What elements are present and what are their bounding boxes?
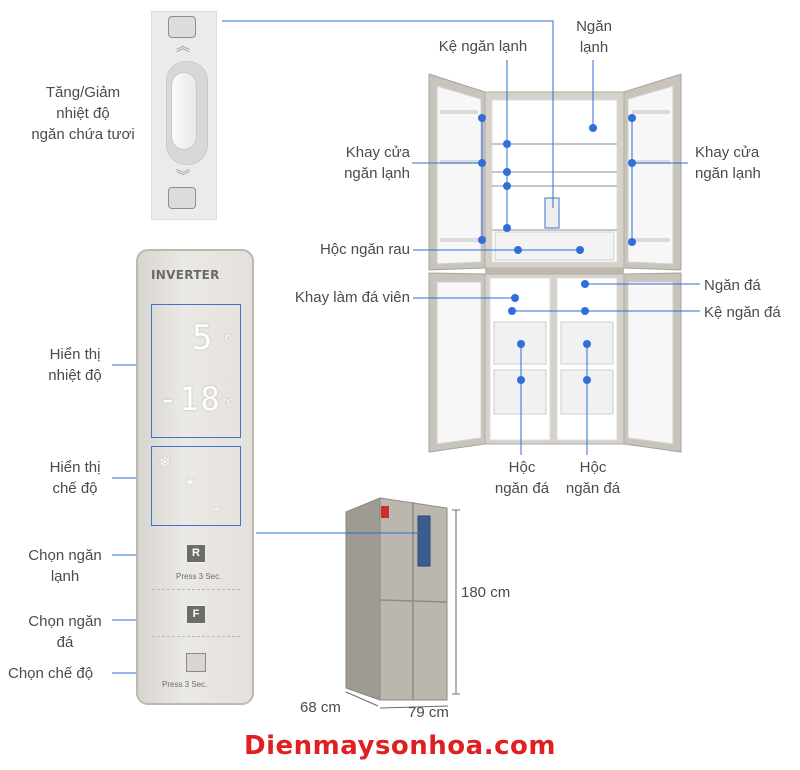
label-hien-thi-nhiet-do: Hiển thị nhiệt độ [48, 346, 102, 384]
button-chon-ngan-lanh[interactable]: R [186, 544, 206, 563]
control-panel [136, 249, 254, 705]
label-chon-che-do: Chọn chế độ [8, 665, 94, 682]
fresh-food-icon [168, 16, 196, 38]
label-ngan-da: Ngăn đá [704, 277, 761, 294]
cold-food-icon [168, 187, 196, 209]
fridge-temp-value: 5 [192, 318, 213, 358]
press-hint-1: Press 3 Sec. [176, 572, 222, 581]
dimension-width: 79 cm [408, 704, 449, 721]
label-hoc-ngan-da-2: Hộc ngăn đá [565, 459, 621, 497]
mode-icon-1: ❄ [160, 452, 170, 471]
dimension-height: 180 cm [461, 584, 511, 601]
button-chon-ngan-da[interactable]: F [186, 605, 206, 624]
label-ngan-lanh: Ngăn lạnh [576, 18, 612, 56]
press-hint-2: Press 3 Sec. [162, 680, 208, 689]
inverter-logo: INVERTER [151, 268, 220, 282]
label-khay-cua-left: Khay cửa ngăn lạnh [344, 144, 410, 182]
label-khay-cua-right: Khay cửa ngăn lạnh [695, 144, 761, 182]
label-ke-ngan-da: Kệ ngăn đá [704, 304, 781, 321]
label-hoc-ngan-rau: Hộc ngăn rau [319, 241, 410, 258]
key-icon: ⊸ [212, 502, 220, 516]
label-chon-ngan-da: Chọn ngăn đá [28, 613, 102, 651]
label-hien-thi-che-do: Hiển thị chế độ [49, 459, 101, 497]
temperature-display [151, 304, 241, 438]
slider-knob[interactable] [171, 72, 197, 150]
freezer-temp-value: -18 [158, 380, 222, 418]
label-chon-ngan-lanh: Chọn ngăn lạnh [28, 547, 102, 585]
label-tang-giam: Tăng/Giảm nhiệt độ ngăn chứa tươi [31, 84, 135, 143]
freezer-temp-unit: °C [221, 398, 234, 409]
dimension-depth: 68 cm [300, 699, 341, 716]
brand-watermark: Dienmaysonhoa.com [244, 731, 556, 761]
grape-icon: ❀ [186, 474, 195, 490]
chevron-up-icon: ︽ [176, 38, 190, 54]
mode-display [151, 446, 241, 526]
fridge-temp-unit: °C [219, 334, 232, 345]
panel-divider-1 [152, 589, 240, 590]
chevron-down-icon: ︾ [176, 168, 190, 184]
label-khay-lam-da: Khay làm đá viên [294, 289, 410, 306]
label-hoc-ngan-da-1: Hộc ngăn đá [494, 459, 550, 497]
panel-divider-2 [152, 636, 240, 637]
label-ke-ngan-lanh: Kệ ngăn lạnh [438, 38, 528, 55]
button-chon-che-do[interactable] [186, 653, 206, 672]
